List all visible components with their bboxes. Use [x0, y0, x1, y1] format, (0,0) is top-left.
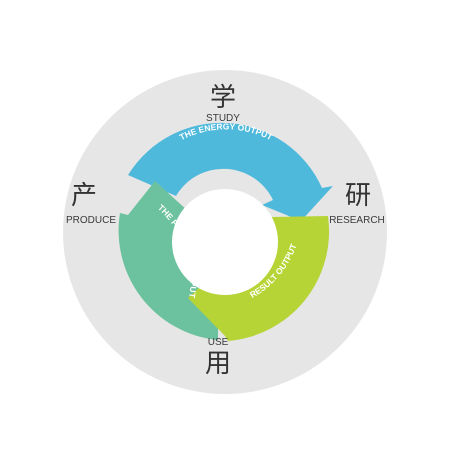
- energy-output-arrow: [128, 122, 333, 221]
- research-cn-label: 研: [345, 181, 371, 211]
- use-en-label: USE: [208, 337, 229, 348]
- produce-cn-label: 产: [71, 181, 97, 211]
- study-en-label: STUDY: [206, 113, 240, 124]
- use-cn-label: 用: [205, 349, 231, 379]
- research-en-label: RESEARCH: [329, 215, 385, 226]
- study-cn-label: 学: [210, 83, 236, 113]
- produce-en-label: PRODUCE: [66, 215, 116, 226]
- inner-circle: [172, 189, 278, 295]
